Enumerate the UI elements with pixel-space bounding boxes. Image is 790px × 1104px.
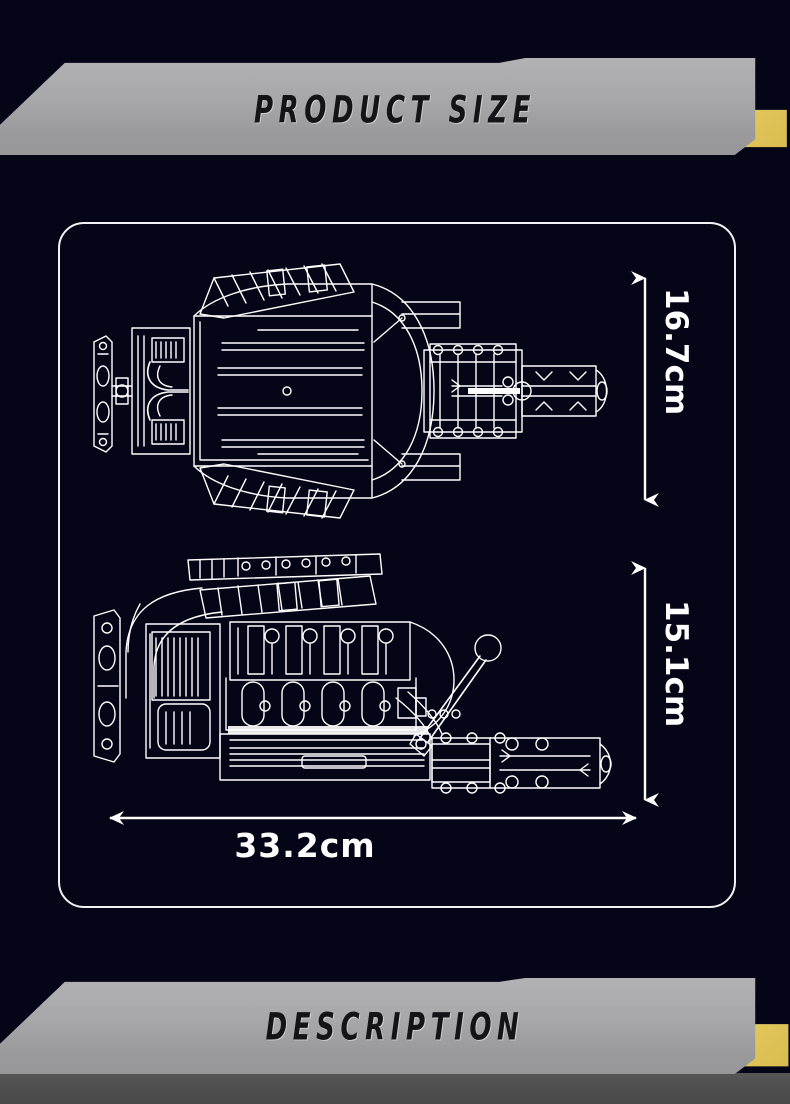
dimension-label-width-text: 33.2cm xyxy=(234,826,376,865)
description-title: DESCRIPTION xyxy=(265,1004,525,1049)
page-title: PRODUCT SIZE xyxy=(253,87,537,132)
diagram-frame xyxy=(58,222,736,908)
page-bottom-strip xyxy=(0,1073,790,1104)
engine-side-view-drawing xyxy=(93,553,612,794)
engine-top-view-drawing xyxy=(93,263,608,519)
dimension-label-height-bottom: 15.1cm xyxy=(658,600,694,728)
banner-plate-top xyxy=(0,57,756,155)
dimension-label-height-top: 16.7cm xyxy=(658,288,694,416)
description-banner: DESCRIPTION xyxy=(0,978,790,1074)
dimension-label-width: 33.2cm xyxy=(0,826,790,865)
product-size-banner: PRODUCT SIZE xyxy=(0,57,790,155)
banner-plate-bottom xyxy=(0,978,756,1074)
